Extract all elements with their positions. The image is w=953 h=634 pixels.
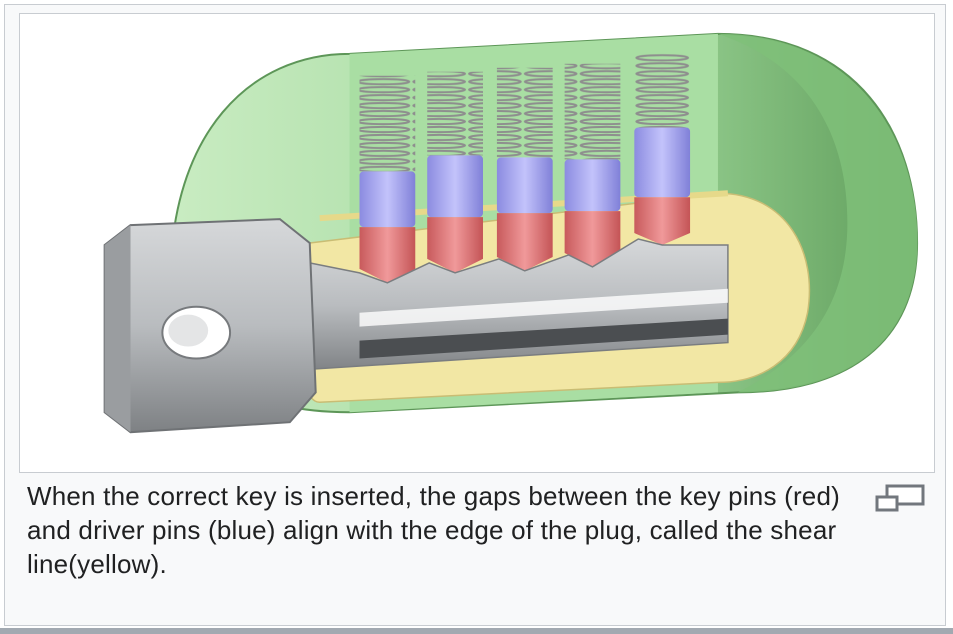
pin-tumbler-lock-illustration <box>103 32 919 434</box>
spring-2 <box>427 71 483 156</box>
spring-5 <box>634 53 691 128</box>
spring-1 <box>359 75 416 172</box>
figure-image[interactable] <box>19 13 935 473</box>
magnify-icon[interactable] <box>873 483 929 513</box>
driver-pins <box>359 127 691 228</box>
key-pins <box>359 197 691 283</box>
figure-thumbnail: When the correct key is inserted, the ga… <box>4 4 946 626</box>
key-bow-hole-inner <box>168 314 209 347</box>
key-groove-dark <box>359 318 728 359</box>
spring-3 <box>496 67 553 158</box>
figure-caption: When the correct key is inserted, the ga… <box>27 481 840 579</box>
key-groove-light <box>359 288 728 327</box>
key-bow-edge <box>104 225 131 433</box>
page-bottom-border <box>0 628 953 634</box>
spring-4 <box>564 63 621 160</box>
housing-rim <box>717 33 918 393</box>
